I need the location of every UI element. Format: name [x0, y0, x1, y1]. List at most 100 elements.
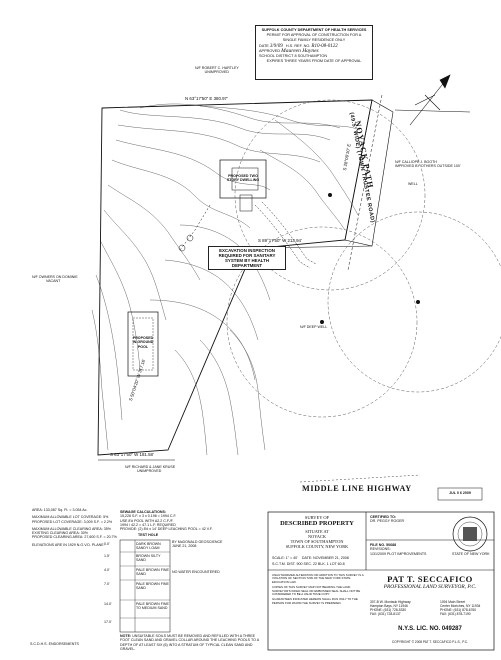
ref-label: H.S. REF. NO.	[285, 44, 311, 48]
area-note: PROPOSED LOT COVERAGE: 3,009 S.F. = 2.2%	[32, 519, 113, 524]
no-water-note: NO WATER ENCOUNTERED	[172, 570, 220, 574]
property-title: DESCRIBED PROPERTY	[280, 520, 354, 527]
deep-well-label: N/F DEEP WELL	[300, 325, 328, 329]
file-no: FILE NO. 50688	[370, 543, 397, 547]
approved-signature: Maureen Haynes	[281, 48, 319, 54]
test-hole-date: JUNE 21, 2008	[172, 544, 197, 549]
well-marker	[328, 193, 332, 197]
well-radius-circle-2	[226, 226, 418, 418]
south-bearing: S 63°17'50" W 181.58'	[110, 452, 154, 457]
inner-bearing: S 89°17'50" W 213.94'	[258, 238, 302, 243]
permit-text-2: SINGLE FAMILY RESIDENCE ONLY	[282, 38, 346, 42]
county: SUFFOLK COUNTY, NEW YORK	[285, 544, 349, 549]
proposed-pool-outline	[127, 311, 159, 377]
inspection-notice: EXCAVATION INSPECTION REQUIRED FOR SANIT…	[208, 246, 286, 270]
area-notes: AREA: 133,087 Sq. Ft. = 3.054 Ac. MAXIMU…	[32, 508, 117, 547]
test-hole-subtitle: BY McDONALD GEOSCIENCE JUNE 21, 2008	[172, 540, 222, 549]
west-neighbor-status: VACANT	[46, 279, 61, 284]
east-neighbor-name: N/F CALLIOPE J. BOOTH	[395, 160, 437, 164]
revision-entry: 1/31/2009 PLOT IMPROVEMENTS	[370, 551, 427, 556]
layer-depth: 14.0'	[104, 602, 112, 606]
town: TOWN OF SOUTHAMPTON	[290, 539, 344, 544]
test-hole-title-block: TEST HOLE	[138, 533, 158, 537]
expires-text: EXPIRES THREE YEARS FROM DATE OF APPROVA…	[266, 59, 362, 63]
sctm: S.C.T.M. DIST. 900 SEC. 22 BLK. 1 LOT 60…	[272, 562, 345, 566]
south-neighbor-status: UNIMPROVED	[137, 469, 162, 474]
copyright: COPYRIGHT © 2008 PAT T. SECCAFICO P.L.S.…	[391, 640, 469, 644]
surveyor-block: PAT T. SECCAFICO PROFESSIONAL LAND SURVE…	[366, 574, 494, 590]
date: DATE: NOVEMBER 21, 2008	[301, 556, 349, 560]
layer-depth: 4.0'	[104, 568, 110, 572]
area-note: EXISTING CLEARING AREA: 30%	[32, 531, 88, 536]
property-boundary	[97, 99, 373, 456]
approved-label: APPROVED	[259, 49, 281, 53]
note-text: UNSUITABLE SOILS MUST BE REMOVED AND REF…	[120, 634, 259, 651]
received-stamp: JUL 0 6 2009	[449, 491, 471, 495]
east-neighbor-label: N/F CALLIOPE J. BOOTH IMPROVED BY OTHERS…	[395, 160, 461, 169]
layer-desc: PALE BROWN FINE SAND	[136, 568, 169, 577]
seal-text: STATE OF NEW YORK	[452, 552, 490, 556]
proposed-dwelling-outline	[219, 159, 267, 199]
surveyor-name: PAT T. SECCAFICO	[387, 574, 473, 584]
revisions-label: REVISIONS:	[370, 547, 391, 552]
east-neighbor-status: IMPROVED BY OTHERS OUTSIDE 100'	[395, 164, 461, 169]
north-neighbor-status: UNIMPROVED	[204, 70, 230, 75]
south-neighbor-name: N/F RICHARD & JANE KRUSE	[125, 465, 176, 469]
office-address-left: 307-B W. Montauk Highway Hampton Bays, N…	[370, 600, 411, 616]
location: NOYACK	[308, 534, 326, 539]
survey-of: SURVEY OF	[304, 515, 330, 520]
layer-depth: 0.0'	[104, 542, 110, 546]
sewage-line: PROVIDE: (2) 8'# x 14' DEEP LEACHING POO…	[120, 527, 213, 532]
highway-name: MIDDLE LINE HIGHWAY	[302, 484, 412, 493]
test-hole-title: TEST HOLE	[138, 533, 159, 537]
layer-desc: DARK BROWN SANDY LOAM	[136, 542, 161, 551]
layer-desc: BROWN SILTY SAND	[136, 554, 161, 563]
situate: SITUATE AT	[305, 529, 329, 534]
north-arrow	[409, 74, 451, 126]
area-note: AREA: 133,087 Sq. Ft. = 3.054 Ac.	[32, 508, 88, 512]
layer-depth: 17.0'	[104, 620, 112, 624]
ref-value: R10-08-0122	[311, 44, 338, 49]
proposed-pool-label: PROPOSED IN-GROUND POOL	[132, 336, 154, 349]
legal-notes: UNAUTHORIZED ALTERATION OR ADDITION TO T…	[272, 573, 364, 605]
sewage-line: USE 8'# POOL WITH A2.2 C.F./F.	[120, 518, 174, 523]
surveyor-seal	[452, 516, 488, 552]
sewage-line: 15,226 S.F. x 3 x 0.196 = 1994 C.F.	[120, 514, 177, 519]
health-dept-name: SUFFOLK COUNTY DEPARTMENT OF HEALTH SERV…	[261, 28, 367, 32]
office-address-right: 1094 Main Street Center Moriches, NY 119…	[440, 600, 481, 616]
west-neighbor-label: N/F OWNERS ON DOMINIE VACANT	[32, 275, 78, 284]
surveyor-title: PROFESSIONAL LAND SURVEYOR, P.C.	[383, 584, 477, 590]
sewage-calculations: SEWAGE CALCULATIONS: 15,226 S.F. x 3 x 0…	[120, 510, 213, 531]
legal-note: UNAUTHORIZED ALTERATION OR ADDITION TO T…	[272, 573, 364, 584]
area-note: MAXIMUM ALLOWABLE LOT COVERAGE: 5%	[32, 515, 109, 520]
test-hole-by: BY McDONALD GEOSCIENCE	[172, 540, 223, 544]
unsuitable-soils-note: NOTE: UNSUITABLE SOILS MUST BE REMOVED A…	[120, 634, 260, 651]
sewage-line: 1994 / 42.2 = 47.1 L.F. REQUIRED	[120, 522, 176, 527]
north-neighbor-name: N/F ROBERT C. HARTLEY	[195, 66, 239, 70]
permit-text: PERMIT FOR APPROVAL OF CONSTRUCTION FOR …	[266, 33, 362, 37]
scdhs-endorsements: S.C.D.H.S. ENDORSEMENTS	[30, 642, 79, 646]
layer-depth: 7.0'	[104, 582, 110, 586]
certified-name: DR. PEGGY ROGER	[370, 519, 405, 524]
area-note: MAXIMUM ALLOWABLE CLEARING AREA: 35%	[32, 526, 111, 531]
school-district-value: 8 SOUTHAMPTON	[294, 54, 328, 58]
north-bearing: N 63°17'50" E 380.97'	[185, 96, 228, 101]
area-note: ELEVATIONS ARE IN 1929 N.G.V.D. PLANE.	[32, 542, 105, 547]
proposed-dwelling-label: PROPOSED TWO STORY DWELLING	[226, 174, 260, 183]
area-note: PROPOSED CLEARING AREA: 27,600 S.F. = 20…	[32, 535, 117, 540]
neighbor-well-radius	[327, 211, 501, 393]
note-label: NOTE:	[120, 634, 132, 638]
scale: SCALE: 1" = 40'	[272, 556, 298, 560]
sewage-title: SEWAGE CALCULATIONS:	[120, 510, 167, 514]
certified-block: CERTIFIED TO: DR. PEGGY ROGER	[370, 515, 404, 524]
file-revisions: FILE NO. 50688 REVISIONS: 1/31/2009 PLOT…	[370, 543, 426, 556]
layer-desc: PALE BROWN FINE TO MEDIUM SAND	[136, 602, 169, 611]
date-value: 3/9/09	[269, 44, 283, 49]
west-neighbor-name: N/F OWNERS ON DOMINIE	[32, 275, 78, 279]
legal-note: COPIES OF THIS SURVEY MAP NOT BEARING TH…	[272, 585, 361, 597]
license-number: N.Y.S. LIC. NO. 049287	[398, 626, 462, 632]
well-radius-circle	[234, 99, 426, 291]
north-neighbor-label: N/F ROBERT C. HARTLEY UNIMPROVED	[195, 66, 239, 75]
